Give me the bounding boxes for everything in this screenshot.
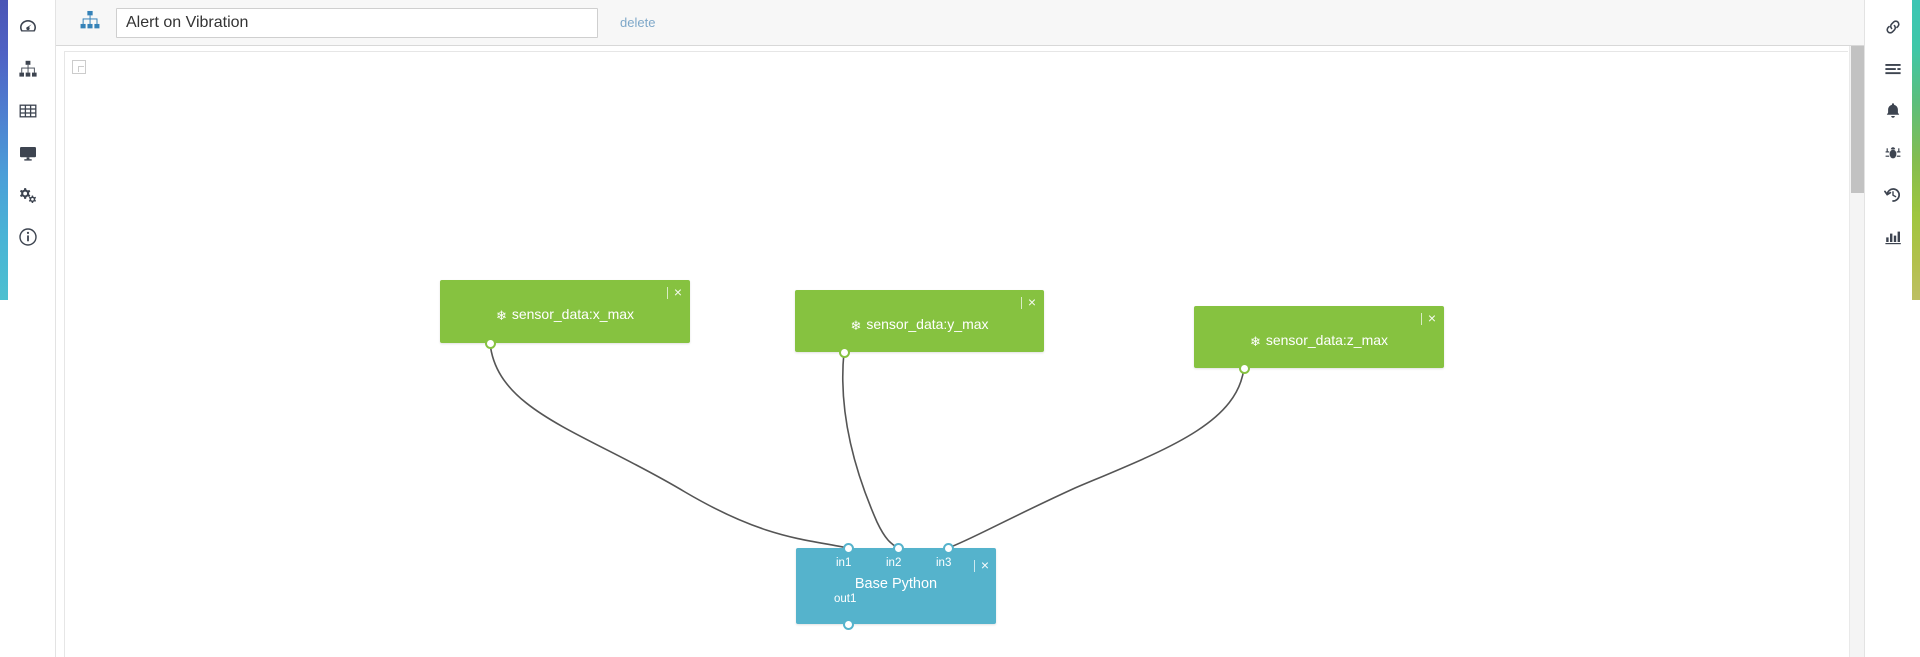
node-close-button-z-max[interactable]: × — [1420, 311, 1436, 325]
node-sensor-data-z-max[interactable]: × ❄sensor_data:z_max — [1194, 306, 1444, 374]
bar-chart-icon — [1883, 227, 1903, 247]
port-out-y-max[interactable] — [838, 346, 850, 358]
sitemap-icon — [18, 59, 38, 79]
tool-item-alerts[interactable] — [1865, 90, 1920, 132]
node-base-python[interactable]: in1 in2 in3 × Base Python out1 — [796, 542, 996, 630]
flow-canvas-surface[interactable]: × ❄sensor_data:x_max × ❄sensor_data:y_ma… — [64, 51, 1848, 657]
node-close-divider — [666, 287, 668, 299]
node-label-y-max: ❄sensor_data:y_max — [850, 316, 989, 333]
flow-toolbar: delete — [56, 0, 1864, 46]
gears-icon — [18, 185, 38, 205]
flow-type-icon — [70, 9, 110, 36]
tool-item-links[interactable] — [1865, 6, 1920, 48]
node-sensor-data-x-max[interactable]: × ❄sensor_data:x_max — [440, 280, 690, 349]
snowflake-icon: ❄ — [1249, 334, 1261, 349]
port-label-in2: in2 — [886, 557, 902, 569]
sidebar-item-monitor[interactable] — [0, 132, 56, 174]
node-close-divider — [973, 560, 975, 572]
node-close-divider — [1420, 313, 1422, 325]
port-out1-base-python[interactable] — [842, 618, 854, 630]
table-icon — [18, 101, 38, 121]
history-icon — [1883, 185, 1903, 205]
port-out-x-max[interactable] — [484, 337, 496, 349]
selection-handle[interactable] — [72, 60, 86, 74]
left-accent-gradient — [0, 0, 8, 300]
list-icon — [1883, 59, 1903, 79]
node-label-z-max: ❄sensor_data:z_max — [1249, 332, 1389, 349]
port-in3-base-python[interactable] — [942, 542, 954, 554]
right-tool-rail — [1864, 0, 1920, 657]
flow-canvas[interactable]: × ❄sensor_data:x_max × ❄sensor_data:y_ma… — [56, 46, 1864, 657]
left-navigation-rail — [0, 0, 56, 657]
sidebar-item-tables[interactable] — [0, 90, 56, 132]
tool-item-properties[interactable] — [1865, 48, 1920, 90]
port-label-in1: in1 — [836, 557, 852, 569]
canvas-scrollbar-thumb[interactable] — [1851, 46, 1864, 193]
node-close-button-base-python[interactable]: × — [973, 558, 989, 572]
tool-item-debug[interactable] — [1865, 132, 1920, 174]
node-sensor-data-y-max[interactable]: × ❄sensor_data:y_max — [795, 290, 1044, 358]
port-in1-base-python[interactable] — [842, 542, 854, 554]
sidebar-item-settings[interactable] — [0, 174, 56, 216]
tool-item-history[interactable] — [1865, 174, 1920, 216]
bug-icon — [1883, 143, 1903, 163]
edge-z_max-to-in3 — [947, 367, 1245, 549]
sitemap-icon — [79, 9, 101, 36]
dashboard-icon — [18, 17, 38, 37]
sidebar-item-info[interactable] — [0, 216, 56, 258]
sidebar-item-dashboard[interactable] — [0, 6, 56, 48]
sidebar-item-flows[interactable] — [0, 48, 56, 90]
node-title-base-python: Base Python — [854, 576, 938, 592]
edge-x_max-to-in1 — [489, 342, 849, 549]
link-icon — [1883, 17, 1903, 37]
snowflake-icon: ❄ — [850, 318, 862, 333]
bell-icon — [1883, 101, 1903, 121]
right-accent-gradient — [1912, 0, 1920, 300]
edge-y_max-to-in2 — [841, 351, 899, 549]
port-out-z-max[interactable] — [1238, 362, 1250, 374]
node-close-divider — [1020, 297, 1022, 309]
node-label-x-max: ❄sensor_data:x_max — [495, 306, 635, 323]
port-in2-base-python[interactable] — [892, 542, 904, 554]
tool-item-statistics[interactable] — [1865, 216, 1920, 258]
canvas-vertical-scrollbar[interactable] — [1849, 46, 1864, 657]
info-icon — [18, 227, 38, 247]
node-close-button-x-max[interactable]: × — [666, 285, 682, 299]
delete-flow-link[interactable]: delete — [620, 15, 656, 30]
node-close-button-y-max[interactable]: × — [1020, 295, 1036, 309]
port-label-out1: out1 — [834, 593, 857, 605]
snowflake-icon: ❄ — [495, 308, 507, 323]
monitor-icon — [18, 143, 38, 163]
flow-name-input[interactable] — [116, 7, 598, 38]
port-label-in3: in3 — [936, 557, 952, 569]
